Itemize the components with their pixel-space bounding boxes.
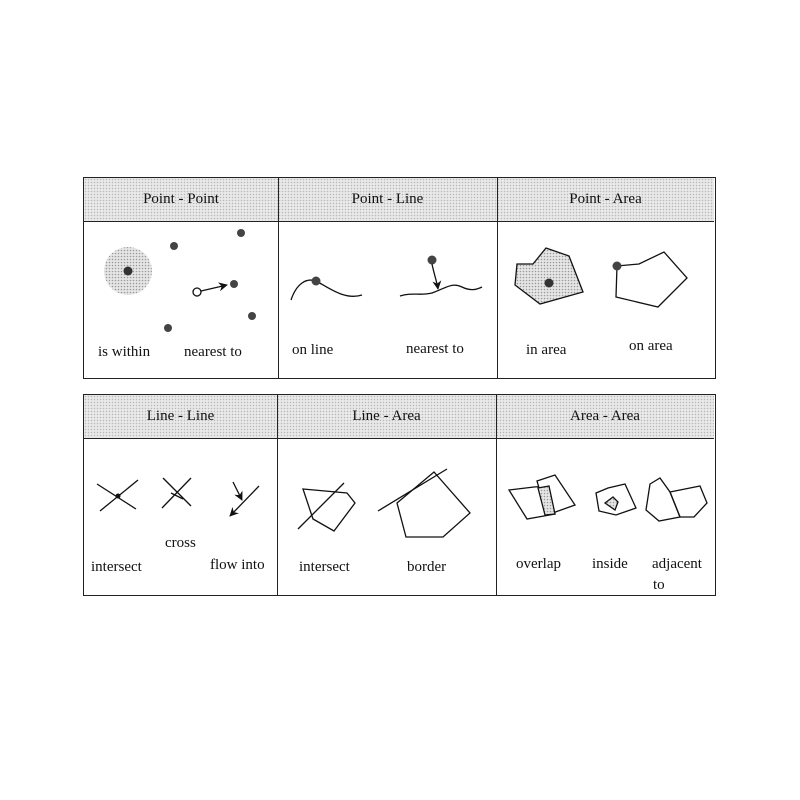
label-intersect-area: intersect <box>299 559 350 575</box>
point-dot <box>123 266 133 276</box>
adjacent-figure <box>645 477 708 522</box>
top-relations-panel: Point - Point Point - Line Point - Area … <box>83 177 716 379</box>
label-adjacent-to: to <box>653 577 665 593</box>
header-point-point: Point - Point <box>84 178 278 222</box>
label-flow-into: flow into <box>210 557 265 573</box>
label-on-line: on line <box>292 342 334 358</box>
header-area-area: Area - Area <box>496 395 714 439</box>
area-polygon <box>615 251 688 308</box>
header-label: Point - Line <box>351 191 424 207</box>
tributary-line <box>232 481 243 501</box>
header-label: Point - Point <box>143 191 219 207</box>
column-divider <box>277 395 278 595</box>
area-polygon <box>514 247 584 305</box>
label-inside: inside <box>592 556 628 572</box>
label-on-area: on area <box>629 338 673 354</box>
nearest-to-line-figure <box>399 255 483 297</box>
header-line-line: Line - Line <box>84 395 277 439</box>
column-divider <box>497 178 498 378</box>
label-intersect-lines: intersect <box>91 559 142 575</box>
column-divider <box>278 178 279 378</box>
border-line <box>377 468 448 512</box>
header-label: Point - Area <box>569 191 642 207</box>
is-within-figure <box>104 247 152 295</box>
area-b <box>669 485 708 518</box>
point-dot <box>427 255 437 265</box>
crossing-line <box>297 482 345 530</box>
point-dot <box>248 312 256 320</box>
inner-area <box>603 496 619 512</box>
header-line-area: Line - Area <box>277 395 496 439</box>
point-dot <box>544 278 554 288</box>
inside-figure <box>595 483 637 516</box>
overlap-figure <box>507 474 577 520</box>
label-adjacent: adjacent <box>652 556 702 572</box>
in-area-figure <box>514 247 584 305</box>
flow-into-figure <box>229 481 260 517</box>
bottom-relations-panel: Line - Line Line - Area Area - Area inte… <box>83 394 716 596</box>
border-figure <box>377 468 471 538</box>
nearest-arrow <box>200 282 228 292</box>
header-point-area: Point - Area <box>497 178 714 222</box>
header-label: Line - Line <box>146 408 215 424</box>
intersection-point <box>115 493 121 499</box>
intersect-area-figure <box>297 482 356 532</box>
point-dot <box>311 276 321 286</box>
label-border: border <box>407 559 447 575</box>
area-polygon <box>396 471 471 538</box>
area-a <box>645 477 681 522</box>
label-nearest-to-point: nearest to <box>184 344 242 360</box>
line-feature <box>399 284 483 297</box>
origin-point <box>192 287 202 297</box>
label-in-area: in area <box>526 342 567 358</box>
label-overlap: overlap <box>516 556 561 572</box>
intersect-lines-figure <box>96 479 139 512</box>
nearest-arrow <box>431 263 442 290</box>
cross-figure <box>161 477 192 509</box>
point-dot <box>164 324 172 332</box>
point-dot <box>230 280 238 288</box>
header-point-line: Point - Line <box>278 178 497 222</box>
point-dot <box>612 261 622 271</box>
point-dot <box>170 242 178 250</box>
line-b <box>161 477 192 509</box>
main-line <box>229 485 260 517</box>
on-area-figure <box>612 251 688 308</box>
on-line-figure <box>290 276 363 301</box>
header-label: Line - Area <box>352 408 421 424</box>
header-label: Area - Area <box>570 408 640 424</box>
crossing-mark <box>170 492 184 500</box>
label-is-within: is within <box>98 344 151 360</box>
column-divider <box>496 395 497 595</box>
area-polygon <box>302 488 356 532</box>
line-feature <box>290 279 363 301</box>
point-dot <box>237 229 245 237</box>
label-nearest-to-line: nearest to <box>406 341 464 357</box>
overlap-region <box>537 485 556 516</box>
label-cross: cross <box>165 535 196 551</box>
nearest-to-points-figure <box>164 229 256 332</box>
